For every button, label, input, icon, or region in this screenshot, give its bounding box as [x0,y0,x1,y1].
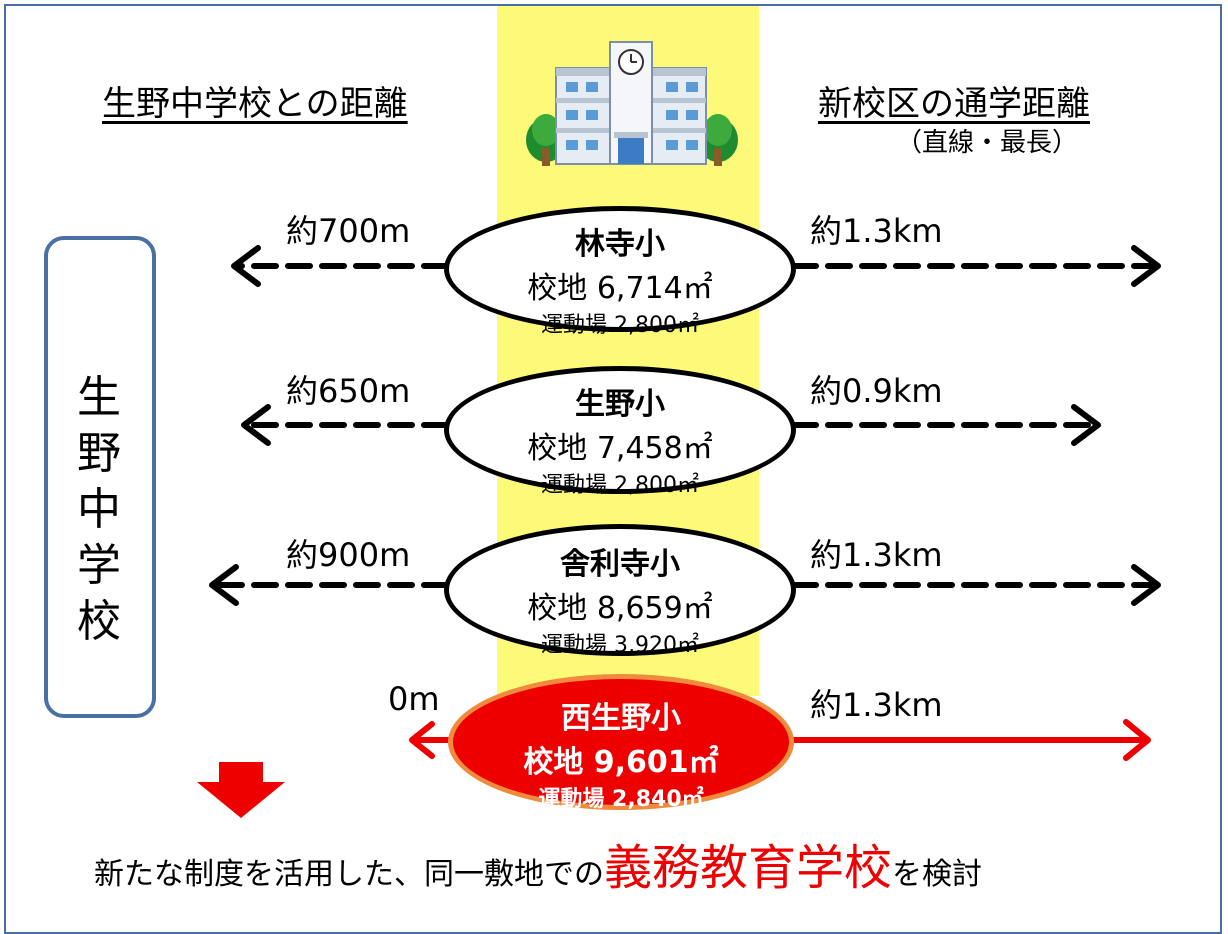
conclusion-suffix: を検討 [892,857,983,892]
school-site-area: 校地 8,659㎡ [527,591,713,626]
school-name: 舎利寺小 [560,547,680,582]
middle-school-char: 学 [77,540,123,591]
middle-school-char: 生 [77,372,123,423]
school-name: 生野小 [575,387,665,422]
school-ground-area: 運動場 2,840㎡ [538,787,704,812]
school-nishiikuno: 西生野小 校地 9,601㎡ 運動場 2,840㎡ [448,674,794,812]
school-ground-area: 運動場 2,800㎡ [541,313,699,338]
conclusion-prefix: 新たな制度を活用した、同一敷地での [94,857,604,892]
school-shariji: 舎利寺小 校地 8,659㎡ 運動場 3,920㎡ [444,524,796,658]
middle-school-char: 中 [77,484,123,535]
commute-ikuno: 約0.9km [810,372,943,410]
school-ground-area: 運動場 3,920㎡ [541,633,699,658]
school-name: 西生野小 [561,701,681,736]
dist-to-middle-nishiikuno: 0m [388,680,440,718]
dist-to-middle-ikuno: 約650m [286,372,411,410]
middle-school-char: 校 [77,596,123,647]
school-ikuno: 生野小 校地 7,458㎡ 運動場 2,800㎡ [444,366,796,498]
school-rinji: 林寺小 校地 6,714㎡ 運動場 2,800㎡ [444,206,796,338]
commute-rinji: 約1.3km [810,212,943,250]
school-ground-area: 運動場 2,800㎡ [541,473,699,498]
school-name: 林寺小 [575,227,665,262]
school-site-area: 校地 6,714㎡ [527,271,713,306]
commute-nishiikuno: 約1.3km [810,686,943,724]
right-heading-note: （直線・最長） [896,128,1079,158]
right-heading: 新校区の通学距離 [818,84,1090,124]
middle-school-label: 生 野 中 学 校 [48,370,152,650]
dist-to-middle-shariji: 約900m [286,536,411,574]
middle-school-box: 生 野 中 学 校 [44,236,156,718]
school-building-icon [518,38,744,170]
school-site-area: 校地 7,458㎡ [527,431,713,466]
conclusion-text: 新たな制度を活用した、同一敷地での義務教育学校を検討 [94,828,982,898]
middle-school-char: 野 [77,428,123,479]
school-site-area: 校地 9,601㎡ [523,745,719,780]
left-heading: 生野中学校との距離 [102,84,408,124]
down-arrow-icon [197,762,285,818]
conclusion-emphasis: 義務教育学校 [604,840,893,896]
commute-shariji: 約1.3km [810,536,943,574]
dist-to-middle-rinji: 約700m [286,212,411,250]
